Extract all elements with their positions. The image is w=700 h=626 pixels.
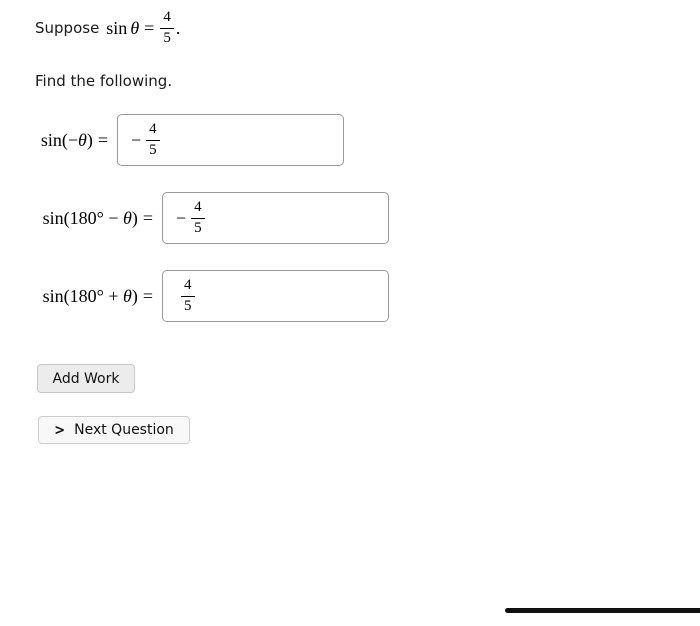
math-variable: θ (130, 17, 140, 38)
math-function: sin (106, 17, 128, 38)
answer-sign: − (131, 129, 142, 150)
fraction-numerator: 4 (163, 9, 171, 26)
bottom-divider-line (505, 608, 700, 613)
question-label-sin-180-minus-theta: sin(180° − θ)= (42, 207, 153, 228)
fraction-denominator: 5 (181, 295, 195, 315)
equals-sign: = (97, 129, 108, 150)
chevron-right-icon: > (54, 421, 66, 439)
fraction-denominator: 5 (146, 139, 160, 159)
equals-sign: = (142, 207, 153, 228)
equals-sign: = (144, 17, 155, 38)
add-work-button-label: Add Work (52, 370, 120, 387)
period: . (175, 17, 181, 38)
fraction-numerator: 4 (194, 199, 202, 216)
problem-intro: Suppose (35, 19, 100, 37)
next-question-button[interactable]: > Next Question (38, 416, 190, 444)
next-question-button-label: Next Question (74, 422, 174, 438)
fraction-numerator: 4 (149, 121, 157, 138)
fraction-numerator: 4 (184, 277, 192, 294)
question-label-sin-neg-theta: sin(−θ)= (40, 129, 108, 150)
fraction-denominator: 5 (160, 27, 174, 47)
equals-sign: = (142, 285, 153, 306)
answer-sign: − (176, 207, 187, 228)
instruction-text: Find the following. (35, 72, 173, 90)
question-label-sin-180-plus-theta: sin(180° + θ)= (42, 285, 153, 306)
fraction-denominator: 5 (191, 217, 205, 237)
add-work-button[interactable]: Add Work (37, 364, 135, 393)
